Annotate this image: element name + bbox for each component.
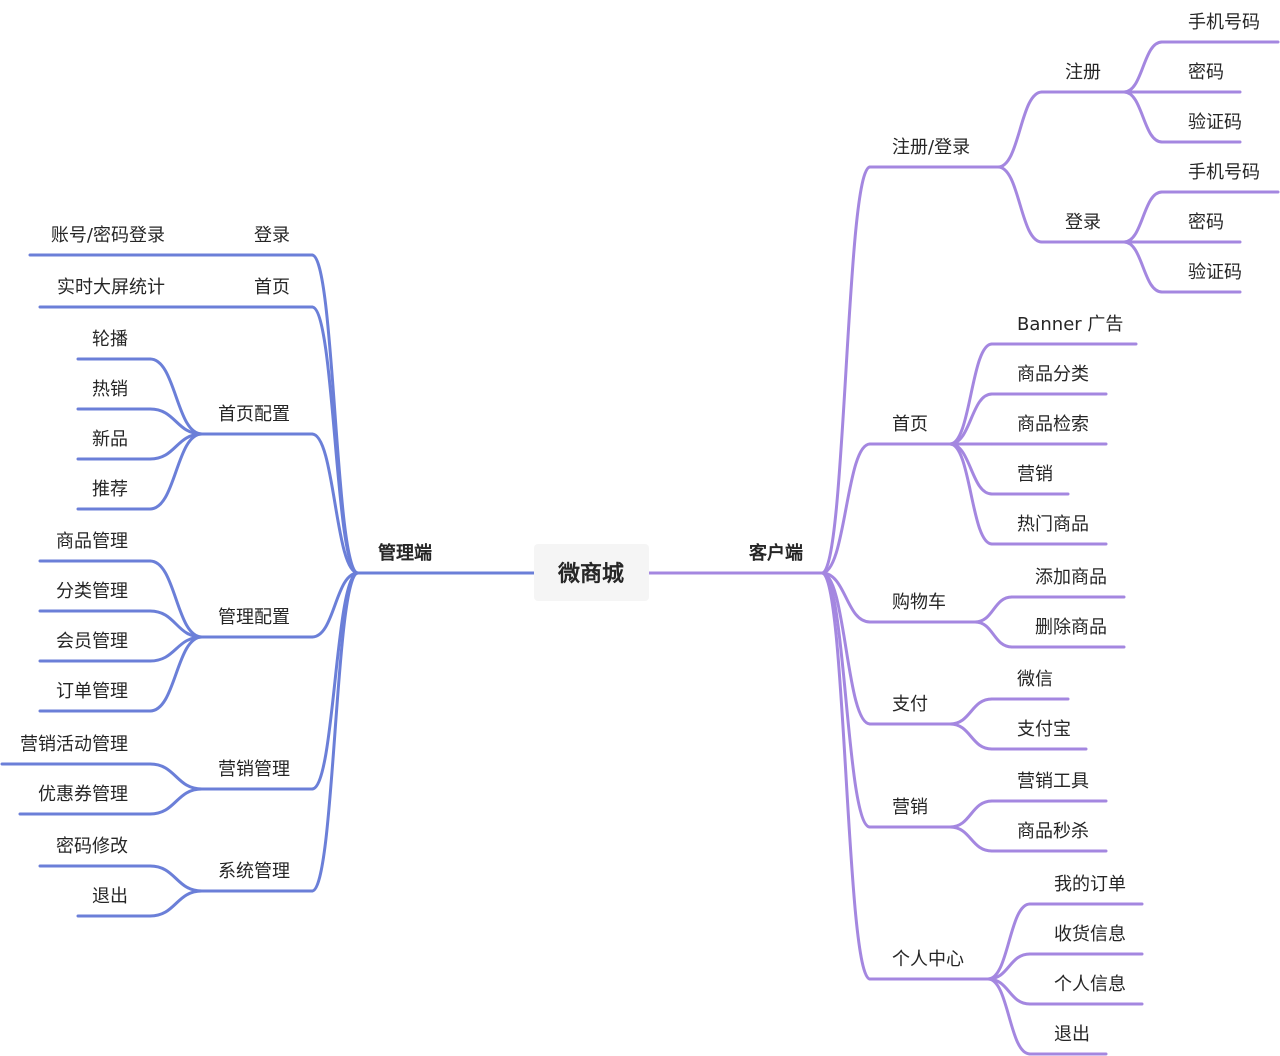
edge-client-1-0: [948, 342, 994, 446]
edge-client-0-1: [996, 165, 1044, 244]
edge-client-5-0: [986, 902, 1032, 981]
client-leaf-0-0-2[interactable]: 验证码: [1188, 112, 1242, 133]
admin-leaf-2-2[interactable]: 新品: [92, 429, 128, 450]
edge-client-3-1: [948, 722, 994, 751]
edge-client-0-1-0: [1122, 190, 1164, 244]
admin-node-3[interactable]: 管理配置: [218, 607, 290, 628]
client-leaf-1-3[interactable]: 营销: [1017, 464, 1053, 485]
edge-admin-3-3: [148, 635, 204, 713]
client-leaf-4-1[interactable]: 商品秒杀: [1017, 821, 1089, 842]
admin-leaf-3-1[interactable]: 分类管理: [56, 581, 128, 602]
edge-client-3-0: [948, 697, 994, 726]
edge-client-3: [820, 571, 872, 726]
edge-admin-2: [310, 432, 360, 575]
client-node-4[interactable]: 营销: [892, 797, 928, 818]
edge-admin-5-1: [148, 889, 204, 918]
client-node-0-0[interactable]: 注册: [1065, 62, 1101, 83]
client-node-3[interactable]: 支付: [892, 694, 928, 715]
admin-leaf-5-0[interactable]: 密码修改: [56, 836, 128, 857]
client-leaf-3-0[interactable]: 微信: [1017, 669, 1053, 690]
edge-admin-1: [310, 305, 360, 575]
edge-client-1-4: [948, 442, 994, 546]
admin-node-0[interactable]: 登录: [254, 225, 290, 246]
admin-node-4[interactable]: 营销管理: [218, 759, 290, 780]
client-leaf-5-2[interactable]: 个人信息: [1054, 974, 1126, 995]
root-label: 微商城: [557, 561, 624, 587]
admin-leaf-4-0[interactable]: 营销活动管理: [20, 734, 128, 755]
admin-leaf-0-0[interactable]: 账号/密码登录: [51, 225, 165, 246]
client-leaf-5-0[interactable]: 我的订单: [1054, 874, 1126, 895]
client-leaf-1-2[interactable]: 商品检索: [1017, 414, 1089, 435]
client-leaf-1-1[interactable]: 商品分类: [1017, 364, 1089, 385]
edge-client-5-3: [986, 977, 1032, 1056]
admin-leaf-2-1[interactable]: 热销: [92, 379, 128, 400]
client-leaf-2-1[interactable]: 删除商品: [1035, 617, 1107, 638]
root-box: [534, 544, 649, 601]
client-leaf-0-1-1[interactable]: 密码: [1188, 212, 1224, 233]
admin-leaf-2-0[interactable]: 轮播: [92, 329, 128, 350]
client-node-0-1[interactable]: 登录: [1065, 212, 1101, 233]
client-node-0[interactable]: 注册/登录: [892, 137, 970, 158]
client-leaf-3-1[interactable]: 支付宝: [1017, 719, 1071, 740]
edge-admin-5: [310, 571, 360, 893]
client-leaf-1-0[interactable]: Banner 广告: [1017, 314, 1123, 335]
client-leaf-0-0-1[interactable]: 密码: [1188, 62, 1224, 83]
edge-admin-0: [310, 253, 360, 575]
client-leaf-5-1[interactable]: 收货信息: [1054, 924, 1126, 945]
root-node[interactable]: 微商城: [534, 544, 649, 601]
edges-layer: [0, 40, 1280, 1056]
edge-client-2-1: [973, 620, 1014, 649]
edge-client-1: [820, 442, 872, 575]
edge-client-5: [820, 571, 872, 981]
branch-label-client[interactable]: 客户端: [749, 542, 803, 564]
edge-client-4-0: [948, 799, 994, 829]
edge-admin-4-0: [148, 762, 204, 791]
admin-node-2[interactable]: 首页配置: [218, 404, 290, 425]
client-node-5[interactable]: 个人中心: [892, 949, 964, 970]
edge-client-1-3: [948, 442, 994, 496]
branch-label-admin[interactable]: 管理端: [378, 542, 432, 564]
client-leaf-1-4[interactable]: 热门商品: [1017, 514, 1089, 535]
nodes-layer: 管理端登录账号/密码登录首页实时大屏统计首页配置轮播热销新品推荐管理配置商品管理…: [20, 12, 1260, 1045]
admin-leaf-5-1[interactable]: 退出: [92, 886, 128, 907]
client-leaf-2-0[interactable]: 添加商品: [1035, 567, 1107, 588]
admin-leaf-2-3[interactable]: 推荐: [92, 479, 128, 500]
edge-admin-5-0: [148, 864, 204, 893]
client-node-2[interactable]: 购物车: [892, 592, 946, 613]
edge-client-2-0: [973, 595, 1014, 624]
edge-admin-3-0: [148, 559, 204, 639]
edge-admin-2-3: [148, 432, 204, 511]
admin-leaf-3-3[interactable]: 订单管理: [56, 681, 128, 702]
admin-leaf-1-0[interactable]: 实时大屏统计: [57, 277, 165, 298]
client-node-1[interactable]: 首页: [892, 414, 928, 435]
admin-node-5[interactable]: 系统管理: [218, 861, 290, 882]
client-leaf-5-3[interactable]: 退出: [1054, 1024, 1090, 1045]
edge-client-0-1-2: [1122, 240, 1164, 294]
edge-client-4-1: [948, 825, 994, 853]
client-leaf-0-1-0[interactable]: 手机号码: [1188, 162, 1260, 183]
client-leaf-0-0-0[interactable]: 手机号码: [1188, 12, 1260, 33]
admin-node-1[interactable]: 首页: [254, 277, 290, 298]
edge-admin-3: [310, 571, 360, 639]
edge-client-0-0-2: [1122, 90, 1164, 144]
admin-leaf-3-0[interactable]: 商品管理: [56, 531, 128, 552]
admin-leaf-4-1[interactable]: 优惠券管理: [38, 784, 128, 805]
admin-leaf-3-2[interactable]: 会员管理: [56, 631, 128, 652]
edge-client-0-0: [996, 90, 1044, 169]
edge-client-2: [820, 571, 872, 624]
edge-admin-2-0: [148, 357, 204, 436]
edge-client-1-1: [948, 392, 994, 446]
edge-client-0: [820, 165, 872, 575]
edge-client-0-0-0: [1122, 40, 1164, 94]
edge-admin-4-1: [148, 787, 204, 816]
client-leaf-4-0[interactable]: 营销工具: [1017, 771, 1089, 792]
client-leaf-0-1-2[interactable]: 验证码: [1188, 262, 1242, 283]
